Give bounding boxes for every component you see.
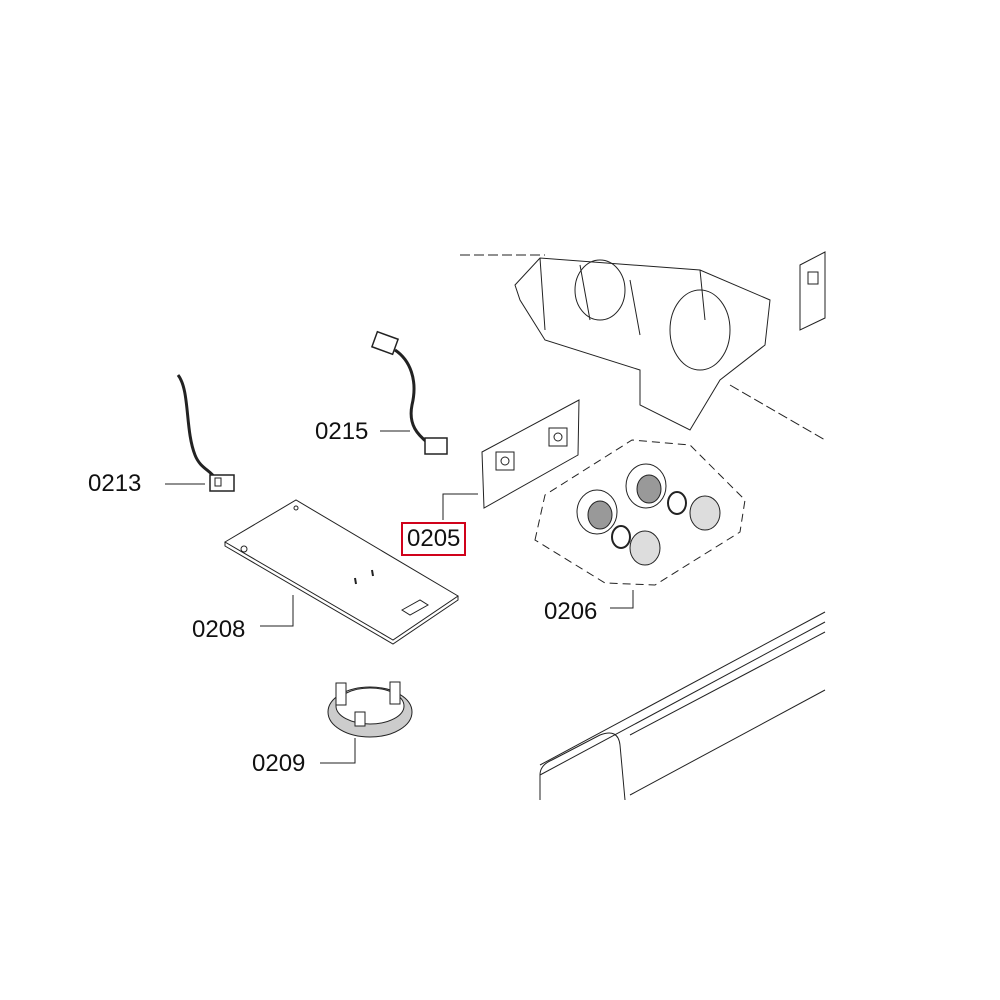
- frame-assembly: [460, 251, 826, 441]
- cable-0213: [176, 374, 235, 492]
- appliance-panel: [539, 611, 826, 801]
- part-label-0206[interactable]: 0206: [544, 598, 598, 625]
- knob-group-0206: [534, 439, 746, 586]
- part-label-0209[interactable]: 0209: [252, 750, 306, 777]
- part-label-0208[interactable]: 0208: [192, 616, 246, 643]
- ring-0209: [327, 681, 413, 738]
- cable-0215: [370, 330, 448, 455]
- pcb-0205: [481, 399, 580, 509]
- part-label-0215[interactable]: 0215: [315, 418, 369, 445]
- plate-0208: [224, 499, 459, 645]
- part-label-0205[interactable]: 0205: [401, 522, 467, 556]
- leader-lines: [165, 430, 634, 764]
- part-label-0213[interactable]: 0213: [88, 470, 142, 497]
